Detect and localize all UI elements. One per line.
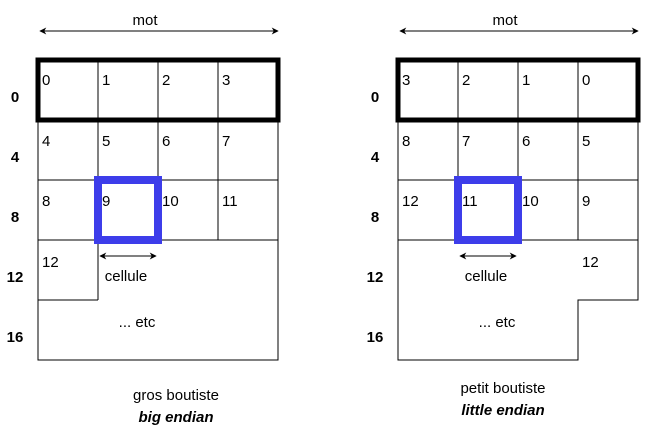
address-label: 4 xyxy=(371,149,380,166)
cell-number: 3 xyxy=(402,72,410,89)
caption-emphasis: little endian xyxy=(461,402,544,419)
etc-label: ... etc xyxy=(479,314,516,331)
address-label: 0 xyxy=(11,89,19,106)
cell-number: 6 xyxy=(162,133,170,150)
big-endian-panel: mot 0 1 2 3 4 5 6 7 8 9 10 11 12 cellule… xyxy=(35,12,281,426)
address-label: 8 xyxy=(371,209,379,226)
cell-number: 2 xyxy=(162,72,170,89)
cell-number: 10 xyxy=(522,193,539,210)
etc-label: ... etc xyxy=(119,314,156,331)
cell-number: 10 xyxy=(162,193,179,210)
cell-highlight xyxy=(454,176,522,244)
cell-number: 11 xyxy=(462,193,478,210)
cell-number: 1 xyxy=(522,72,530,89)
cell-number: 0 xyxy=(582,72,590,89)
cell-number: 9 xyxy=(582,193,590,210)
cell-number: 7 xyxy=(222,133,230,150)
address-label: 12 xyxy=(7,269,24,286)
address-labels-right: 0 4 8 12 16 xyxy=(367,89,384,346)
cell-number: 8 xyxy=(42,193,50,210)
cell-number: 2 xyxy=(462,72,470,89)
word-label: mot xyxy=(492,12,518,29)
word-box xyxy=(395,57,641,123)
cell-label: cellule xyxy=(105,268,148,285)
cell-number: 6 xyxy=(522,133,530,150)
address-label: 12 xyxy=(367,269,384,286)
cell-number: 0 xyxy=(42,72,50,89)
address-labels-left: 0 4 8 12 16 xyxy=(7,89,24,346)
cell-number: 11 xyxy=(222,193,238,210)
cell-number: 12 xyxy=(42,254,59,271)
word-label: mot xyxy=(132,12,158,29)
address-label: 16 xyxy=(7,329,24,346)
address-label: 16 xyxy=(367,329,384,346)
cell-number: 12 xyxy=(582,254,599,271)
cell-number: 3 xyxy=(222,72,230,89)
address-label: 4 xyxy=(11,149,20,166)
caption-emphasis: big endian xyxy=(139,409,214,426)
cell-number: 12 xyxy=(402,193,419,210)
address-label: 8 xyxy=(11,209,19,226)
little-endian-panel: mot 3 2 1 0 8 7 6 5 12 11 10 9 12 cellul… xyxy=(395,12,641,419)
cell-highlight xyxy=(94,176,162,244)
cell-number: 4 xyxy=(42,133,50,150)
word-box xyxy=(35,57,281,123)
cell-number: 5 xyxy=(102,133,110,150)
caption: petit boutiste xyxy=(460,380,545,397)
cell-number: 7 xyxy=(462,133,470,150)
address-label: 0 xyxy=(371,89,379,106)
cell-number: 9 xyxy=(102,193,110,210)
cell-number: 5 xyxy=(582,133,590,150)
cell-label: cellule xyxy=(465,268,508,285)
cell-number: 8 xyxy=(402,133,410,150)
caption: gros boutiste xyxy=(133,387,219,404)
cell-number: 1 xyxy=(102,72,110,89)
